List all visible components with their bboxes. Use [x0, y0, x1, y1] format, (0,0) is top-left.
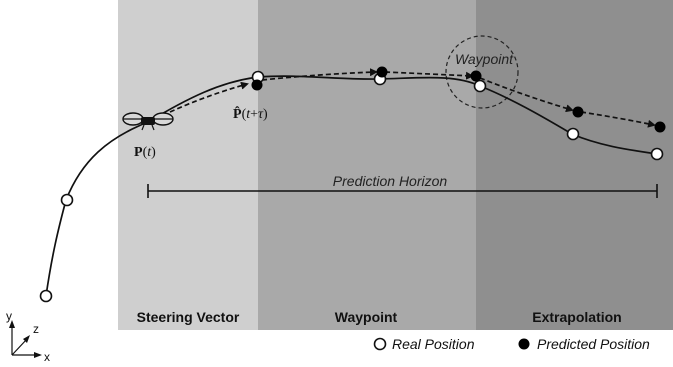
axis-triad	[9, 320, 42, 358]
legend-predicted-position-label: Predicted Position	[537, 336, 650, 352]
quadrotor-drone-icon	[122, 112, 174, 131]
predicted-path-segment-3	[384, 71, 474, 80]
real-position-marker	[566, 127, 580, 141]
real-position-marker	[39, 289, 53, 303]
predicted-path-segment-1	[169, 81, 249, 113]
waypoint-marker-label: Waypoint	[455, 51, 514, 67]
phase-label-extrapolation: Extrapolation	[532, 309, 621, 325]
waypoint-radius-circle	[445, 35, 519, 109]
steering-vector-region	[118, 0, 258, 330]
axis-label-z: z	[33, 322, 39, 336]
current-position-label: P(t)	[134, 145, 156, 160]
predicted-position-marker	[470, 70, 482, 82]
legend-predicted-position-symbol	[518, 338, 530, 350]
predicted-position-marker	[572, 106, 584, 118]
predicted-position-marker	[654, 121, 666, 133]
predicted-path-segment-4	[479, 77, 574, 113]
phase-label-waypoint: Waypoint	[335, 309, 398, 325]
phase-label-steering: Steering Vector	[137, 309, 240, 325]
real-position-marker	[60, 193, 74, 207]
real-position-marker	[473, 79, 487, 93]
legend-real-position-symbol	[373, 337, 387, 351]
axis-label-x: x	[44, 350, 50, 364]
predicted-path-segment-2	[261, 68, 378, 81]
predicted-path-segment-5	[580, 111, 656, 128]
legend-real-position-label: Real Position	[392, 336, 475, 352]
prediction-horizon-label: Prediction Horizon	[333, 173, 448, 189]
predicted-position-marker	[251, 79, 263, 91]
real-trajectory-line	[45, 75, 658, 297]
real-position-marker	[650, 147, 664, 161]
extrapolation-region	[476, 0, 673, 330]
legend: Real Position Predicted Position	[373, 336, 650, 352]
waypoint-region	[258, 0, 476, 330]
axis-label-y: y	[6, 309, 12, 323]
prediction-horizon-bar	[147, 184, 658, 198]
predicted-position-label: P̂(t+τ)	[233, 105, 268, 122]
predicted-position-marker	[376, 66, 388, 78]
